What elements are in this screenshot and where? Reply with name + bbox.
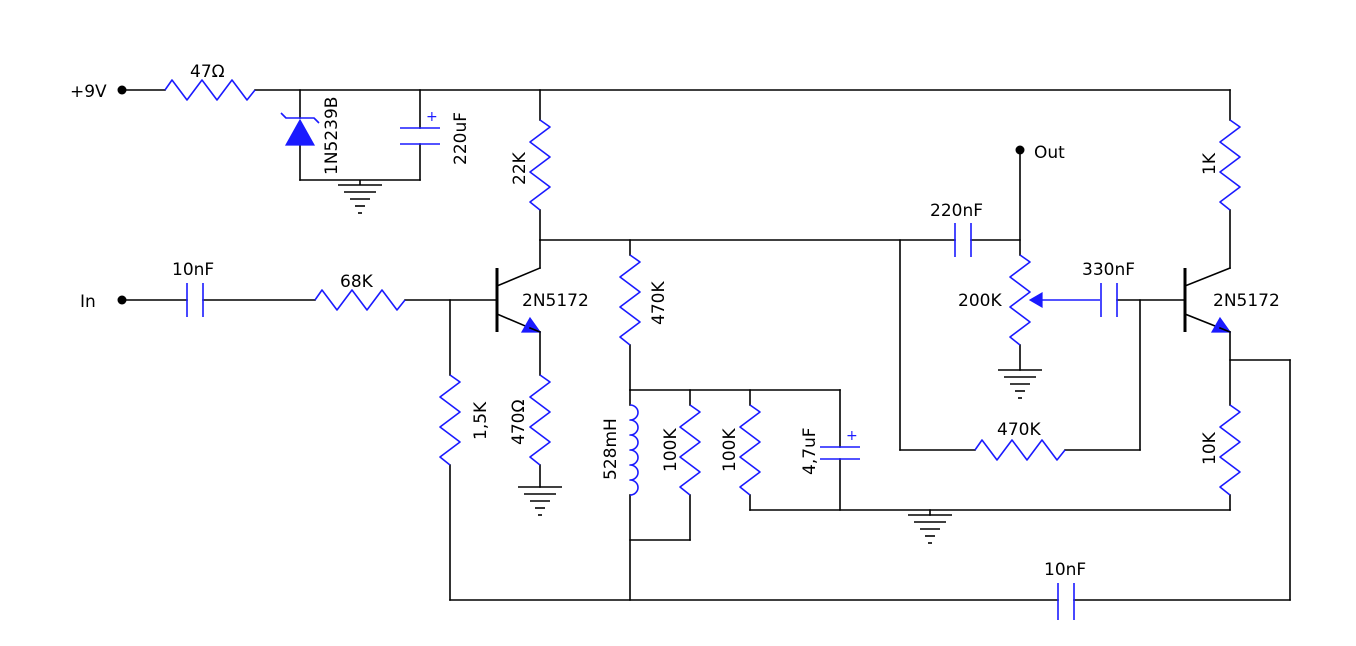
resistor-100k-b: 100K	[720, 404, 761, 496]
transistor-q2-label: 2N5172	[1213, 291, 1280, 311]
resistor-1-5k: 1,5K	[439, 374, 491, 466]
capacitor-10nf-feedback: 10nF	[1044, 560, 1086, 620]
resistor-470k-vertical-label: 470K	[649, 281, 669, 325]
resistor-68k: 68K	[314, 272, 406, 311]
capacitor-4-7uf: + 4,7uF	[800, 427, 860, 475]
resistor-470k-vertical: 470K	[619, 254, 669, 346]
capacitor-10nf-feedback-label: 10nF	[1044, 560, 1086, 580]
resistor-68k-label: 68K	[340, 272, 374, 292]
ground-symbol-q1-emitter	[518, 486, 562, 516]
resistor-1k: 1K	[1200, 119, 1241, 211]
resistor-22k-label: 22K	[510, 151, 530, 185]
capacitor-220nf-label: 220nF	[930, 201, 983, 221]
inductor-528mh: 528mH	[601, 404, 639, 496]
potentiometer-200k: 200K	[958, 254, 1100, 346]
resistor-10k-label: 10K	[1200, 431, 1220, 465]
transistor-q1: 2N5172	[495, 266, 589, 334]
resistor-10k: 10K	[1200, 404, 1241, 496]
capacitor-330nf-label: 330nF	[1082, 260, 1135, 280]
resistor-470ohm-label: 470Ω	[509, 400, 529, 445]
resistor-100k-a: 100K	[661, 404, 701, 496]
resistor-1k-label: 1K	[1200, 152, 1220, 175]
capacitor-4-7uf-plus: +	[846, 428, 858, 444]
capacitor-220uf-plus: +	[426, 109, 438, 125]
inductor-528mh-label: 528mH	[601, 418, 621, 480]
output-label: Out	[1034, 143, 1065, 163]
resistor-470ohm: 470Ω	[509, 374, 551, 466]
ground-symbol-zener	[338, 180, 382, 214]
ground-symbol-tank	[908, 514, 952, 544]
zener-diode-label: 1N5239B	[322, 97, 342, 175]
capacitor-220uf: + 220uF	[400, 109, 471, 165]
capacitor-220nf: 220nF	[930, 201, 983, 257]
wires	[121, 89, 1291, 601]
resistor-22k: 22K	[510, 119, 551, 211]
resistor-100k-b-label: 100K	[720, 428, 740, 472]
terminal-input: In	[80, 292, 127, 312]
supply-label: +9V	[70, 82, 107, 102]
zener-diode: 1N5239B	[280, 97, 342, 175]
capacitor-10nf-input: 10nF	[172, 260, 214, 317]
resistor-470k-feedback-label: 470K	[997, 420, 1041, 440]
capacitor-330nf: 330nF	[1082, 260, 1135, 317]
potentiometer-200k-label: 200K	[958, 291, 1002, 311]
resistor-1-5k-label: 1,5K	[471, 401, 491, 440]
transistor-q1-label: 2N5172	[522, 291, 589, 311]
capacitor-220uf-label: 220uF	[451, 112, 471, 165]
terminal-supply: +9V	[70, 82, 127, 102]
resistor-47ohm: 47Ω	[164, 62, 256, 101]
resistor-47ohm-label: 47Ω	[190, 62, 225, 82]
transistor-q2: 2N5172	[1183, 266, 1280, 334]
capacitor-10nf-input-label: 10nF	[172, 260, 214, 280]
resistor-470k-feedback: 470K	[974, 420, 1066, 461]
resistor-100k-a-label: 100K	[661, 428, 681, 472]
terminal-output: Out	[1015, 143, 1065, 163]
capacitor-4-7uf-label: 4,7uF	[800, 427, 820, 475]
input-label: In	[80, 292, 96, 312]
ground-symbol-pot	[998, 369, 1042, 399]
